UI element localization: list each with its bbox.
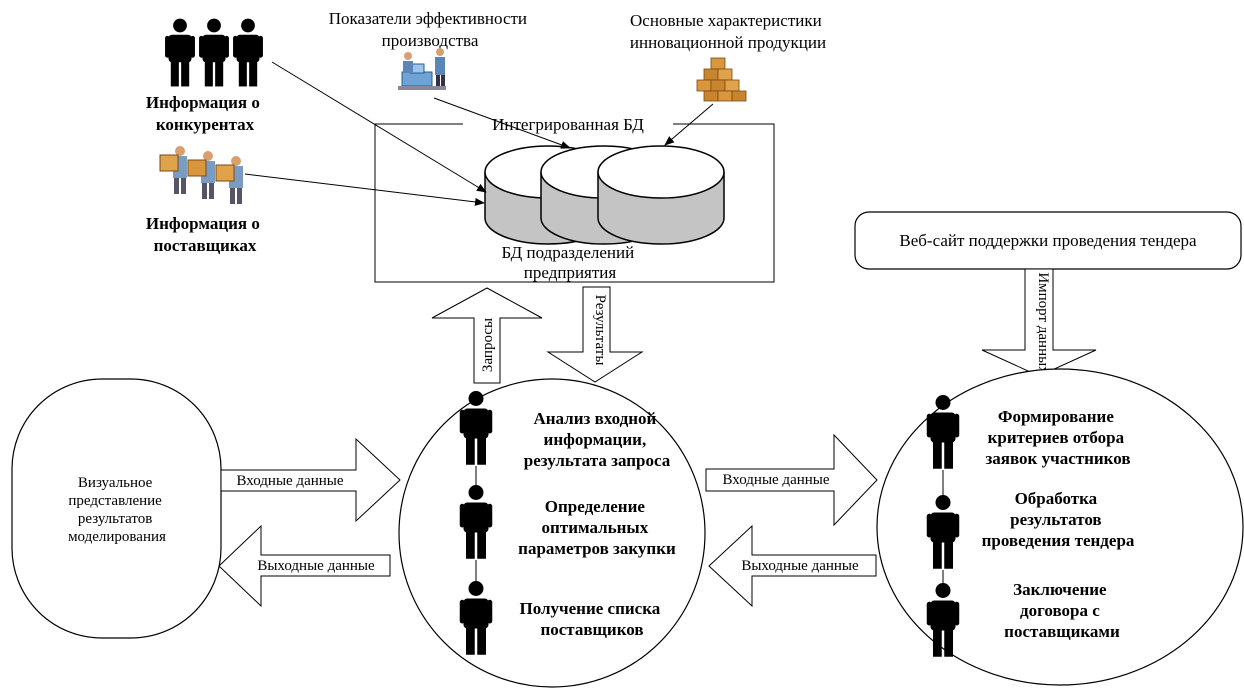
integrated-db-title-bg (463, 114, 673, 134)
left-output-arrow (218, 524, 391, 608)
right-output-label: Выходные данные (741, 558, 859, 574)
center-step-3: Получение списка поставщиков (519, 599, 664, 639)
performance-arrow (433, 97, 571, 149)
product-arrow (664, 103, 714, 146)
integrated-db-title: Интегрированная БД (492, 115, 644, 134)
left-input-arrow (220, 437, 401, 523)
website-label: Веб-сайт поддержки проведения тендера (899, 231, 1197, 250)
competitors-label: Информация о конкурентах (146, 93, 264, 134)
database-cylinders (484, 145, 725, 245)
database-cylinder-3 (597, 145, 725, 245)
competitors-arrow (271, 61, 487, 193)
left-input-label: Входные данные (236, 473, 343, 489)
queries-label: Запросы (480, 318, 496, 372)
right-input-label: Входные данные (722, 472, 829, 488)
factory-workers-icon (398, 48, 446, 90)
queries-arrow (431, 287, 543, 384)
right-person-icons (926, 395, 960, 657)
suppliers-label: Информация о поставщиках (146, 214, 264, 255)
db-input-arrows (244, 61, 714, 206)
product-label: Основные характеристики инновационной пр… (630, 11, 826, 52)
suppliers-carrying-boxes-icon (159, 146, 243, 204)
left-output-label: Выходные данные (257, 558, 375, 574)
visualization-ellipse[interactable] (11, 378, 222, 639)
performance-label: Показатели эффективности производства (329, 9, 532, 50)
import-label: Импорт данных (1035, 272, 1051, 374)
database-caption: БД подразделений предприятия (502, 243, 639, 282)
center-person-icons (459, 391, 493, 655)
boxes-icon (696, 57, 747, 102)
center-step-1: Анализ входной информации, результата за… (524, 409, 671, 470)
right-step-3: Заключение договора с поставщиками (1004, 580, 1120, 641)
suppliers-arrow (244, 173, 485, 206)
center-step-2: Определение оптимальных параметров закуп… (518, 497, 676, 558)
results-label: Результаты (592, 295, 608, 366)
right-input-arrow (705, 433, 878, 527)
right-step-2: Обработка результатов проведения тендера (982, 489, 1135, 550)
right-output-arrow (708, 524, 877, 608)
import-arrow (981, 268, 1097, 377)
visualization-label: Визуальное представление результатов мод… (68, 475, 166, 545)
competitors-people-icon (165, 18, 263, 87)
right-step-1: Формирование критериев отбора заявок уча… (985, 407, 1130, 468)
tender-process-ellipse[interactable] (876, 368, 1244, 686)
results-arrow (546, 286, 644, 383)
